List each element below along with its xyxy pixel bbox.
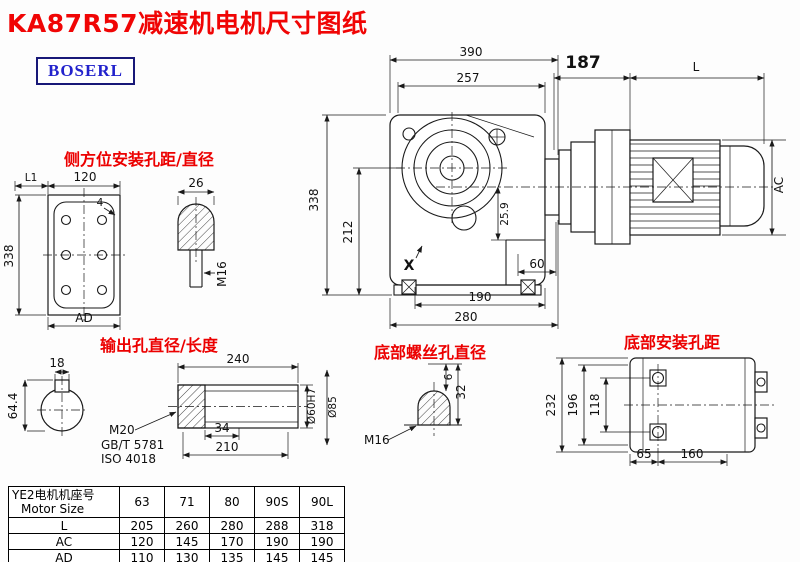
screw-body bbox=[404, 363, 462, 436]
size-col-3: 90S bbox=[254, 486, 300, 518]
dim-X: X bbox=[404, 258, 415, 274]
dim-M20: M20 bbox=[109, 423, 135, 437]
brand-logo: BOSERL bbox=[36, 57, 135, 85]
bottom-mount-drawing: 232 196 118 65 160 bbox=[544, 357, 776, 466]
dim-25-9: 25.9 bbox=[499, 202, 511, 225]
motor-size-table: YE2电机机座号 Motor Size 63 71 80 90S 90L L 2… bbox=[8, 486, 345, 562]
row-label-AD: AD bbox=[8, 549, 120, 562]
shaft-end-view bbox=[37, 376, 87, 436]
dim-280: 280 bbox=[455, 310, 478, 324]
table-header-cn: YE2电机机座号 bbox=[12, 488, 95, 502]
size-col-4: 90L bbox=[299, 486, 345, 518]
foot-pad-left bbox=[401, 279, 417, 295]
label-output-hole: 输出孔直径/长度 bbox=[100, 336, 218, 355]
fan-cover bbox=[719, 145, 765, 227]
label-bottom-screw: 底部螺丝孔直径 bbox=[374, 343, 487, 362]
dim-4: 4 bbox=[97, 197, 104, 209]
dim-AD: AD bbox=[75, 311, 92, 325]
side-mount-dimensions: L1 120 4 338 AD bbox=[2, 170, 121, 330]
dim-18: 18 bbox=[49, 356, 64, 370]
dim-32: 32 bbox=[454, 384, 468, 399]
std-iso: ISO 4018 bbox=[101, 452, 156, 466]
table-header-en: Motor Size bbox=[21, 502, 85, 516]
cell-AC-0: 120 bbox=[119, 533, 165, 550]
output-dimensions: 18 64.4 240 M20 GB/T 5781 ISO 4018 34 21… bbox=[6, 352, 339, 466]
size-col-1: 71 bbox=[164, 486, 210, 518]
dim-120: 120 bbox=[74, 170, 97, 184]
bottom-screw-drawing: 32 6 M16 bbox=[364, 363, 468, 447]
dim-L: L bbox=[693, 60, 700, 74]
dim-240: 240 bbox=[227, 352, 250, 366]
table-row-AD: AD 110 130 135 145 145 bbox=[8, 549, 345, 562]
cell-AD-2: 135 bbox=[209, 549, 255, 562]
cell-AC-4: 190 bbox=[299, 533, 345, 550]
cell-AD-4: 145 bbox=[299, 549, 345, 562]
dim-118: 118 bbox=[588, 394, 602, 417]
dim-L1: L1 bbox=[25, 172, 38, 184]
motor bbox=[436, 129, 774, 245]
dim-187: 187 bbox=[565, 53, 601, 73]
dim-M16-screw: M16 bbox=[364, 433, 390, 447]
bottom-mount-dimensions: 232 196 118 65 160 bbox=[544, 357, 728, 466]
row-label-AC: AC bbox=[8, 533, 120, 550]
size-col-2: 80 bbox=[209, 486, 255, 518]
dim-dia60: Ø60H7 bbox=[306, 388, 318, 424]
dim-210: 210 bbox=[216, 440, 239, 454]
dim-257: 257 bbox=[457, 71, 480, 85]
label-bottom-mount: 底部安装孔距 bbox=[624, 333, 721, 352]
label-side-mount: 侧方位安装孔距/直径 bbox=[64, 150, 214, 169]
main-dimensions: 390 257 187 L 338 212 bbox=[307, 45, 786, 329]
dim-65: 65 bbox=[636, 447, 651, 461]
terminal-box bbox=[652, 157, 694, 203]
slot-body bbox=[177, 197, 215, 288]
page-title: KA87R57减速机电机尺寸图纸 bbox=[7, 9, 368, 38]
output-shaft-drawing: 18 64.4 240 M20 GB/T 5781 ISO 4018 34 21… bbox=[6, 352, 339, 466]
std-gb: GB/T 5781 bbox=[101, 438, 164, 452]
dim-338-main: 338 bbox=[307, 189, 321, 212]
dim-26: 26 bbox=[188, 176, 203, 190]
dim-190: 190 bbox=[469, 290, 492, 304]
dim-160: 160 bbox=[681, 447, 704, 461]
dim-34: 34 bbox=[214, 421, 229, 435]
shaft-side-view bbox=[168, 384, 308, 429]
side-mount-body bbox=[43, 188, 125, 322]
cell-AD-1: 130 bbox=[164, 549, 210, 562]
table-row-AC: AC 120 145 170 190 190 bbox=[8, 533, 345, 550]
row-label-L: L bbox=[8, 517, 120, 534]
cell-AD-3: 145 bbox=[254, 549, 300, 562]
cell-AD-0: 110 bbox=[119, 549, 165, 562]
main-assembly-drawing: 390 257 187 L 338 212 bbox=[307, 45, 786, 329]
dim-338-side: 338 bbox=[2, 245, 16, 268]
table-row-L: L 205 260 280 288 318 bbox=[8, 517, 345, 534]
cell-L-0: 205 bbox=[119, 517, 165, 534]
foot-pad-right bbox=[520, 279, 536, 295]
dim-390: 390 bbox=[460, 45, 483, 59]
dim-AC: AC bbox=[772, 177, 786, 193]
cell-AC-1: 145 bbox=[164, 533, 210, 550]
dim-6: 6 bbox=[443, 373, 455, 380]
side-mount-drawing: L1 120 4 338 AD bbox=[2, 170, 125, 330]
slot-dimensions: 26 M16 bbox=[177, 176, 229, 287]
dim-M16-slot: M16 bbox=[215, 261, 229, 287]
dim-dia85: Ø85 bbox=[327, 396, 339, 418]
slot-detail-drawing: 26 M16 bbox=[177, 176, 229, 288]
bottom-mount-body bbox=[624, 357, 776, 453]
dim-196: 196 bbox=[566, 394, 580, 417]
cell-AC-2: 170 bbox=[209, 533, 255, 550]
cell-AC-3: 190 bbox=[254, 533, 300, 550]
cell-L-1: 260 bbox=[164, 517, 210, 534]
size-col-0: 63 bbox=[119, 486, 165, 518]
dim-212: 212 bbox=[341, 221, 355, 244]
dim-64-4: 64.4 bbox=[6, 393, 20, 420]
dim-60: 60 bbox=[529, 257, 544, 271]
dim-232: 232 bbox=[544, 394, 558, 417]
table-header-motor-size: YE2电机机座号 Motor Size bbox=[8, 486, 120, 518]
cell-L-3: 288 bbox=[254, 517, 300, 534]
screw-dimensions: 32 6 M16 bbox=[364, 363, 468, 447]
table-header-row: YE2电机机座号 Motor Size 63 71 80 90S 90L bbox=[8, 486, 345, 518]
cell-L-2: 280 bbox=[209, 517, 255, 534]
cell-L-4: 318 bbox=[299, 517, 345, 534]
